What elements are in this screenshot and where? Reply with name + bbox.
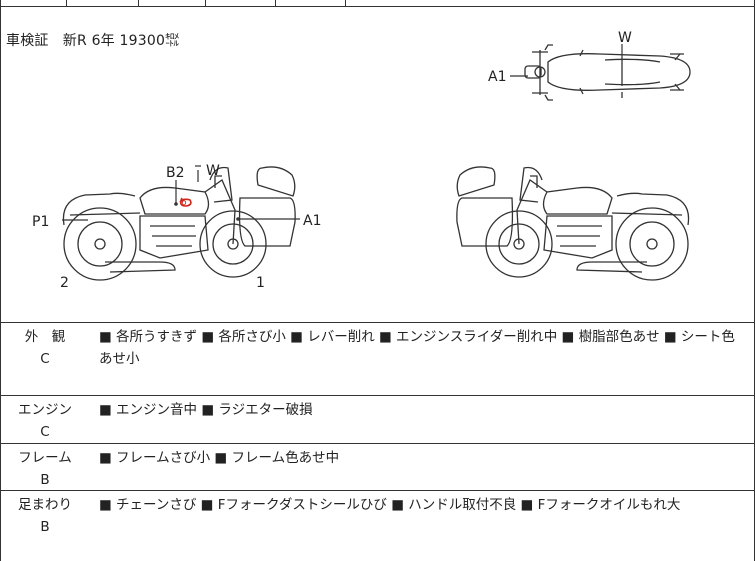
frame-border-left [0, 0, 1, 561]
side-label-b2: B2 [166, 165, 185, 181]
side-label-1: 1 [256, 275, 265, 291]
table-divider [0, 395, 755, 396]
category-name: 外 観 [24, 329, 66, 345]
top-divider [205, 0, 206, 6]
top-table-remnant [0, 0, 755, 7]
table-divider [0, 490, 755, 491]
top-divider [345, 0, 346, 6]
condition-items: ■ チェーンさび ■ Fフォークダストシールひび ■ ハンドル取付不良 ■ Fフ… [99, 497, 681, 513]
registration-info: 車検証 新R 6年 19300㌖ [6, 30, 179, 50]
side-label-w: W [206, 163, 220, 179]
category-name: エンジン [18, 402, 72, 418]
condition-items: ■ フレームさび小 ■ フレーム色あせ中 [99, 450, 340, 466]
condition-items: ■ 各所うすきず ■ 各所さび小 ■ レバー削れ ■ エンジンスライダー削れ中 … [99, 329, 735, 367]
condition-items: ■ エンジン音中 ■ ラジエター破損 [99, 402, 313, 418]
category-grade: C [40, 424, 50, 440]
registration-text: 車検証 新R 6年 19300 [6, 33, 166, 49]
top-divider [66, 0, 67, 6]
category-cell: エンジン C [0, 399, 90, 443]
left-side-motorcycle [62, 166, 296, 281]
top-view-motorcycle [524, 44, 691, 101]
top-divider [138, 0, 139, 6]
category-grade: B [40, 472, 50, 488]
category-name: フレーム [18, 450, 72, 466]
side-label-2: 2 [60, 275, 69, 291]
registration-unit: ㌖ [165, 33, 180, 49]
top-label-a1: A1 [488, 69, 506, 85]
category-grade: B [40, 519, 50, 535]
category-name: 足まわり [18, 497, 72, 513]
table-divider [0, 443, 755, 444]
side-label-p1: P1 [32, 214, 49, 230]
scratch-mark [179, 197, 192, 207]
category-cell: フレーム B [0, 447, 90, 491]
scratch-mark-number: 6 [181, 198, 187, 208]
top-label-w: W [618, 30, 632, 46]
category-cell: 外 観 C [0, 326, 90, 370]
side-label-a1: A1 [303, 213, 321, 229]
category-grade: C [40, 351, 50, 367]
table-divider [0, 322, 755, 323]
motorcycle-damage-diagram: W A1 [32, 30, 691, 291]
top-divider [275, 0, 276, 6]
category-cell: 足まわり B [0, 494, 90, 538]
right-side-motorcycle [456, 166, 690, 281]
